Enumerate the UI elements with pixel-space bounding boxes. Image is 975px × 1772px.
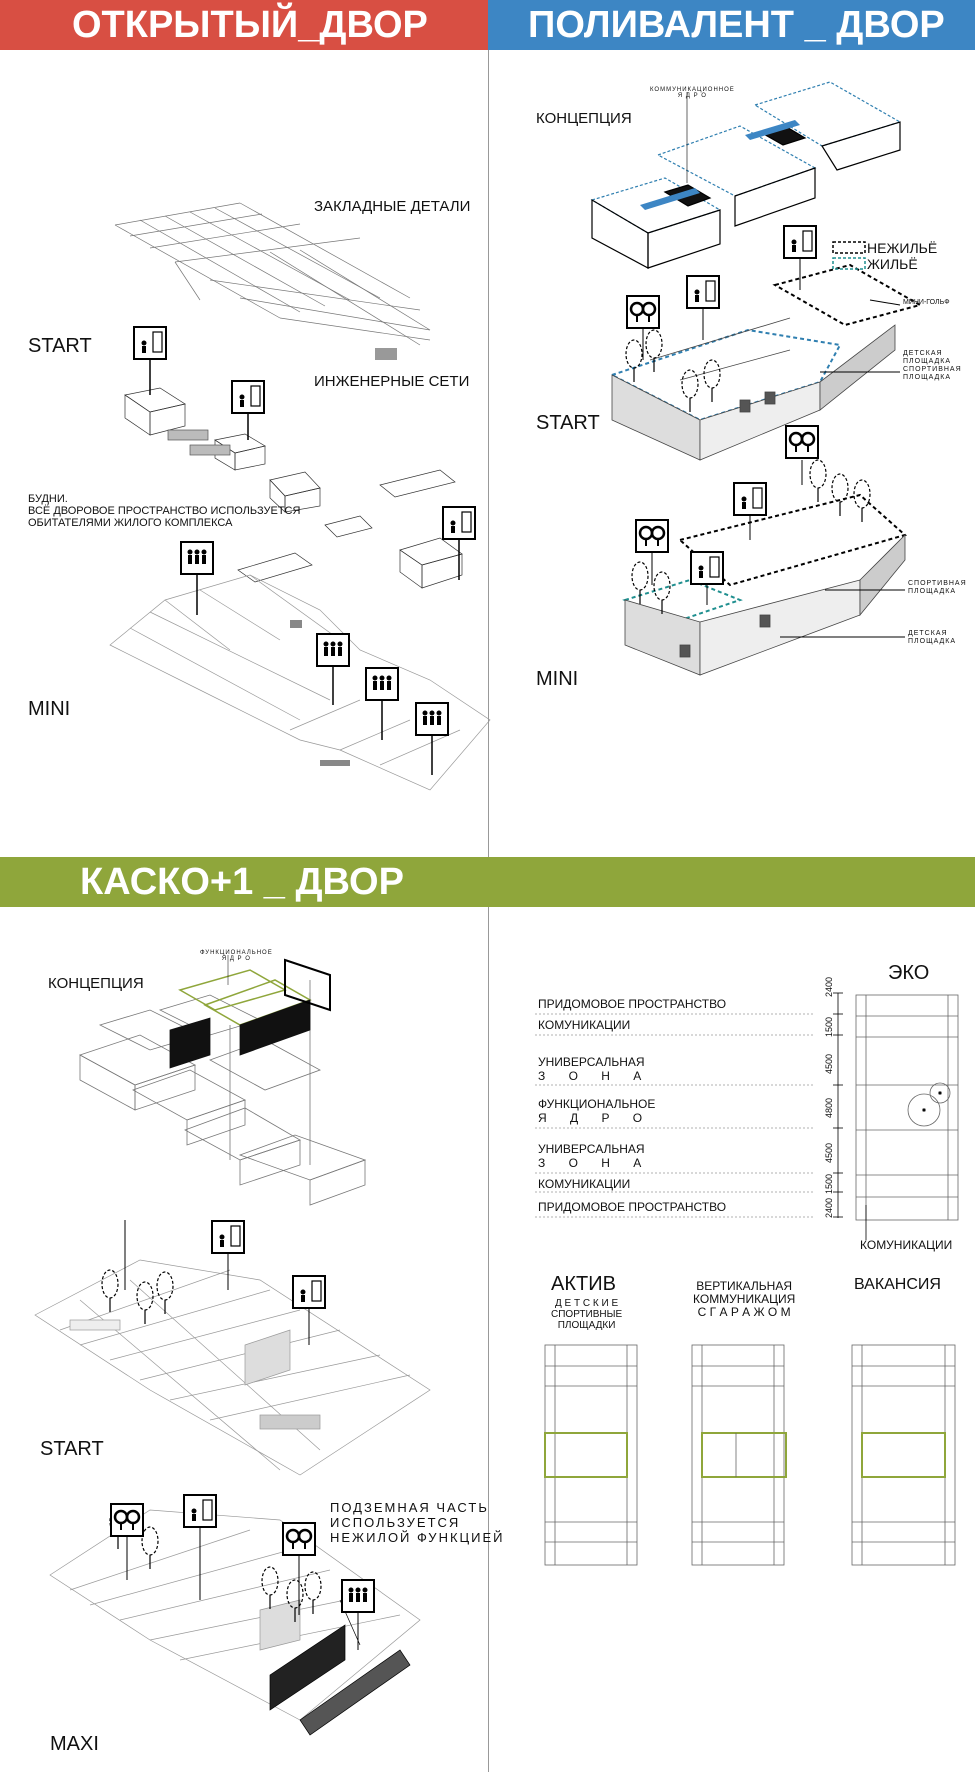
start-label: START <box>536 412 600 434</box>
variant-title-vacancy: ВАКАНСИЯ <box>854 1276 941 1293</box>
kasko-yard-title: КАСКО+1 _ ДВОР <box>80 860 404 903</box>
func-core-label: ФУНКЦИОНАЛЬНОЕ Я Д Р О <box>200 950 273 962</box>
trees-icon <box>625 294 661 330</box>
concept-label: КОНЦЕПЦИЯ <box>48 975 144 992</box>
polyvalent-mini-drawing <box>622 493 908 676</box>
group-icon <box>415 702 449 736</box>
communications-note: КОМУНИКАЦИИ <box>860 1238 953 1252</box>
trees-icon <box>784 424 820 460</box>
polyvalent-yard-title-band: ПОЛИВАЛЕНТ _ ДВОР <box>488 0 975 50</box>
trees-icon <box>281 1521 317 1557</box>
panel-divider-top <box>488 50 489 857</box>
dim-label: 4500 <box>824 1142 834 1163</box>
resident-icon <box>231 380 265 414</box>
minigolf-label: МИНИ-ГОЛЬФ <box>903 299 950 306</box>
polyvalent-concept-drawing <box>590 81 902 270</box>
variant-title-active: АКТИВ <box>551 1273 616 1295</box>
networks-label: ИНЖЕНЕРНЫЕ СЕТИ <box>314 373 470 390</box>
variant-sections <box>544 1344 956 1566</box>
open-yard-title: ОТКРЫТЫЙ_ДВОР <box>72 3 428 46</box>
kasko-start-drawing <box>34 1259 431 1476</box>
group-icon <box>365 667 399 701</box>
variant-title-vertical: ВЕРТИКАЛЬНАЯ КОММУНИКАЦИЯ С Г А Р А Ж О … <box>693 1279 796 1319</box>
mini-label: MINI <box>28 698 71 720</box>
mini-label: MINI <box>536 668 579 690</box>
residential-swatch <box>832 257 866 270</box>
nonresidential-legend: НЕЖИЛЬЁ <box>867 240 938 256</box>
resident-icon <box>690 551 724 585</box>
section-row: УНИВЕРСАЛЬНАЯ <box>538 1142 645 1156</box>
comm-core-label: КОММУНИКАЦИОННОЕ Я Д Р О <box>650 87 735 99</box>
sport-ground-label: СПОРТИВНАЯ ПЛОЩАДКА <box>908 580 967 595</box>
dim-label: 4500 <box>824 1053 834 1074</box>
open-yard-title-band: ОТКРЫТЫЙ_ДВОР <box>0 0 488 50</box>
kasko-maxi-drawing <box>49 1509 421 1736</box>
section-row: УНИВЕРСАЛЬНАЯ <box>538 1055 645 1069</box>
kasko-concept-drawing <box>79 955 367 1206</box>
embedded-grid <box>114 202 431 360</box>
section-row: ФУНКЦИОНАЛЬНОЕ <box>538 1097 656 1111</box>
resident-icon <box>292 1275 326 1309</box>
section-row: З О Н А <box>538 1069 652 1083</box>
panel-divider-bottom <box>488 907 489 1772</box>
section-diagram <box>535 992 959 1566</box>
variant-subtitle-active: Д Е Т С К И Е СПОРТИВНЫЕ ПЛОЩАДКИ <box>551 1298 623 1331</box>
embedded-details-label: ЗАКЛАДНЫЕ ДЕТАЛИ <box>314 198 471 215</box>
kids-ground-label: ДЕТСКАЯ ПЛОЩАДКА <box>908 630 957 645</box>
resident-icon <box>733 482 767 516</box>
residential-legend: ЖИЛЬЁ <box>867 256 918 272</box>
nonresidential-swatch <box>832 241 866 254</box>
resident-icon <box>686 275 720 309</box>
polyvalent-yard-title: ПОЛИВАЛЕНТ _ ДВОР <box>528 3 945 46</box>
section-row: КОМУНИКАЦИИ <box>538 1177 631 1191</box>
trees-icon <box>634 518 670 554</box>
dim-label: 4800 <box>824 1097 834 1118</box>
dim-label: 1500 <box>824 1173 834 1194</box>
concept-label: КОНЦЕПЦИЯ <box>536 110 632 127</box>
open-yard-drawing <box>109 202 491 791</box>
dim-label: 2400 <box>824 1197 834 1218</box>
resident-icon <box>133 326 167 360</box>
resident-icon <box>442 506 476 540</box>
mini-plan <box>109 574 491 791</box>
group-icon <box>180 541 214 575</box>
resident-icon <box>183 1494 217 1528</box>
section-row: ПРИДОМОВОЕ ПРОСТРАНСТВО <box>538 997 727 1011</box>
section-row: КОМУНИКАЦИИ <box>538 1018 631 1032</box>
group-icon <box>316 633 350 667</box>
playground-sport-label: ДЕТСКАЯ ПЛОЩАДКА СПОРТИВНАЯ ПЛОЩАДКА <box>903 350 962 381</box>
section-row: З О Н А <box>538 1156 652 1170</box>
group-icon <box>341 1579 375 1613</box>
kasko-yard-title-band: КАСКО+1 _ ДВОР <box>0 857 975 907</box>
dim-label: 2400 <box>824 976 834 997</box>
section-row: ПРИДОМОВОЕ ПРОСТРАНСТВО <box>538 1200 727 1214</box>
resident-icon <box>783 225 817 259</box>
polyvalent-start-drawing <box>609 263 923 461</box>
resident-icon <box>211 1220 245 1254</box>
eco-title: ЭКО <box>888 962 930 984</box>
trees-icon <box>109 1502 145 1538</box>
weekdays-note: БУДНИ. ВСЁ ДВОРОВОЕ ПРОСТРАНСТВО ИСПОЛЬЗ… <box>28 493 301 529</box>
section-row: Я Д Р О <box>538 1111 653 1125</box>
start-label: START <box>40 1438 104 1460</box>
start-label: START <box>28 335 92 357</box>
dim-label: 1500 <box>824 1016 834 1037</box>
maxi-label: MAXI <box>50 1733 99 1755</box>
start-boxes <box>124 387 463 589</box>
underground-note: ПОДЗЕМНАЯ ЧАСТЬ ИСПОЛЬЗУЕТСЯ НЕЖИЛОЙ ФУН… <box>330 1500 505 1545</box>
